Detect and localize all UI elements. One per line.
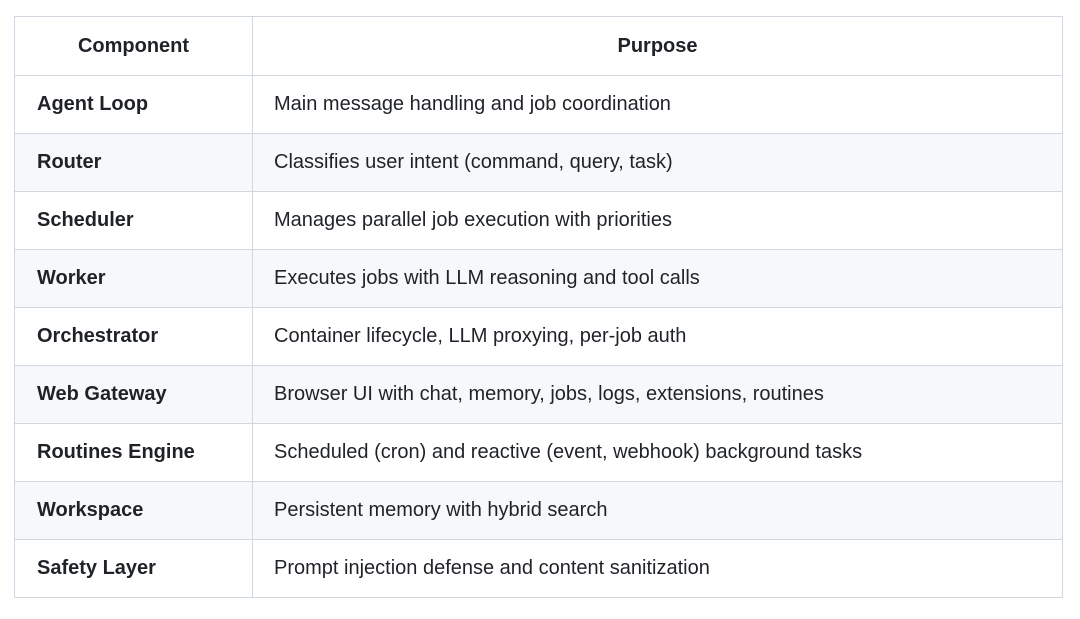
component-cell: Routines Engine <box>14 423 253 482</box>
component-cell: Router <box>14 133 253 192</box>
purpose-cell: Scheduled (cron) and reactive (event, we… <box>252 423 1063 482</box>
column-header-purpose: Purpose <box>252 16 1063 76</box>
table-row: Workspace Persistent memory with hybrid … <box>14 481 1063 540</box>
purpose-cell: Executes jobs with LLM reasoning and too… <box>252 249 1063 308</box>
component-cell: Worker <box>14 249 253 308</box>
purpose-cell: Main message handling and job coordinati… <box>252 75 1063 134</box>
component-cell: Orchestrator <box>14 307 253 366</box>
component-cell: Web Gateway <box>14 365 253 424</box>
component-purpose-table: Component Purpose Agent Loop Main messag… <box>14 16 1063 598</box>
table-row: Web Gateway Browser UI with chat, memory… <box>14 365 1063 424</box>
component-cell: Agent Loop <box>14 75 253 134</box>
component-cell: Scheduler <box>14 191 253 250</box>
table-row: Router Classifies user intent (command, … <box>14 133 1063 192</box>
purpose-cell: Container lifecycle, LLM proxying, per-j… <box>252 307 1063 366</box>
purpose-cell: Classifies user intent (command, query, … <box>252 133 1063 192</box>
purpose-cell: Persistent memory with hybrid search <box>252 481 1063 540</box>
component-cell: Safety Layer <box>14 539 253 598</box>
table-row: Scheduler Manages parallel job execution… <box>14 191 1063 250</box>
purpose-cell: Browser UI with chat, memory, jobs, logs… <box>252 365 1063 424</box>
component-purpose-table-container: Component Purpose Agent Loop Main messag… <box>14 16 1063 598</box>
purpose-cell: Manages parallel job execution with prio… <box>252 191 1063 250</box>
table-header-row: Component Purpose <box>14 16 1063 76</box>
table-row: Orchestrator Container lifecycle, LLM pr… <box>14 307 1063 366</box>
table-row: Routines Engine Scheduled (cron) and rea… <box>14 423 1063 482</box>
table-row: Worker Executes jobs with LLM reasoning … <box>14 249 1063 308</box>
purpose-cell: Prompt injection defense and content san… <box>252 539 1063 598</box>
component-cell: Workspace <box>14 481 253 540</box>
table-row: Safety Layer Prompt injection defense an… <box>14 539 1063 598</box>
column-header-component: Component <box>14 16 253 76</box>
table-row: Agent Loop Main message handling and job… <box>14 75 1063 134</box>
